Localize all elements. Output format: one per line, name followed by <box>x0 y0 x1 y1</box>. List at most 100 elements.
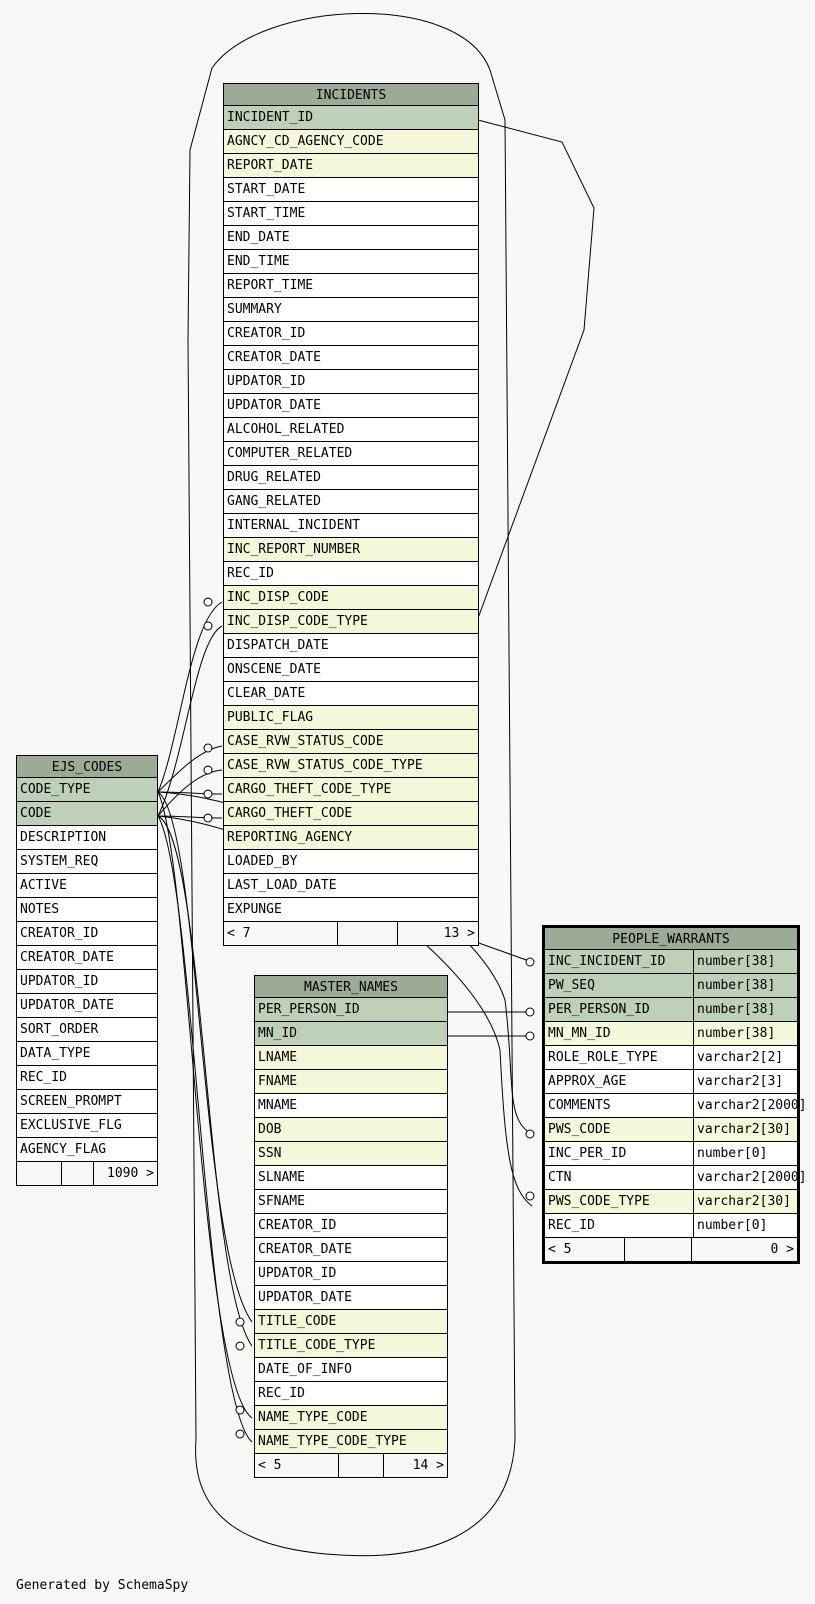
column-name: DESCRIPTION <box>20 830 107 845</box>
column-row[interactable]: TITLE_CODE <box>254 1310 448 1334</box>
column-row[interactable]: NAME_TYPE_CODE <box>254 1406 448 1430</box>
column-row[interactable]: INC_DISP_CODE <box>223 586 479 610</box>
column-name: COMMENTS <box>548 1098 611 1113</box>
column-row[interactable]: DRUG_RELATED <box>223 466 479 490</box>
column-row[interactable]: MNAME <box>254 1094 448 1118</box>
column-row[interactable]: MN_ID <box>254 1022 448 1046</box>
column-row[interactable]: START_TIME <box>223 202 479 226</box>
column-row[interactable]: LOADED_BY <box>223 850 479 874</box>
column-name: INTERNAL_INCIDENT <box>227 518 361 533</box>
column-row[interactable]: LAST_LOAD_DATE <box>223 874 479 898</box>
column-row[interactable]: CARGO_THEFT_CODE <box>223 802 479 826</box>
column-row[interactable]: UPDATOR_DATE <box>254 1286 448 1310</box>
column-name: PUBLIC_FLAG <box>227 710 314 725</box>
column-row[interactable]: SLNAME <box>254 1166 448 1190</box>
column-row[interactable]: CREATOR_ID <box>16 922 158 946</box>
column-name: SYSTEM_REQ <box>20 854 99 869</box>
column-row[interactable]: ALCOHOL_RELATED <box>223 418 479 442</box>
column-row[interactable]: INC_REPORT_NUMBER <box>223 538 479 562</box>
table-title: PEOPLE_WARRANTS <box>544 927 798 950</box>
column-row[interactable]: INTERNAL_INCIDENT <box>223 514 479 538</box>
column-row[interactable]: DISPATCH_DATE <box>223 634 479 658</box>
column-row[interactable]: SORT_ORDER <box>16 1018 158 1042</box>
column-row[interactable]: UPDATOR_ID <box>223 370 479 394</box>
table-footer: < 5 0 > <box>544 1238 798 1262</box>
column-row[interactable]: INC_DISP_CODE_TYPE <box>223 610 479 634</box>
column-row[interactable]: NOTES <box>16 898 158 922</box>
column-row[interactable]: UPDATOR_ID <box>16 970 158 994</box>
column-row[interactable]: REC_ID <box>254 1382 448 1406</box>
column-row[interactable]: AGENCY_FLAG <box>16 1138 158 1162</box>
column-row[interactable]: ACTIVE <box>16 874 158 898</box>
column-row[interactable]: REPORT_DATE <box>223 154 479 178</box>
column-row[interactable]: CODE <box>16 802 158 826</box>
column-row[interactable]: REC_ID <box>16 1066 158 1090</box>
column-row[interactable]: FNAME <box>254 1070 448 1094</box>
column-name: START_TIME <box>227 206 306 221</box>
column-row[interactable]: UPDATOR_ID <box>254 1262 448 1286</box>
column-row[interactable]: CASE_RVW_STATUS_CODE_TYPE <box>223 754 479 778</box>
column-row[interactable]: DATA_TYPE <box>16 1042 158 1066</box>
column-row[interactable]: END_DATE <box>223 226 479 250</box>
column-row[interactable]: INCIDENT_ID <box>223 106 479 130</box>
column-row[interactable]: DOB <box>254 1118 448 1142</box>
column-row[interactable]: COMPUTER_RELATED <box>223 442 479 466</box>
column-row[interactable]: CASE_RVW_STATUS_CODE <box>223 730 479 754</box>
column-row[interactable]: CODE_TYPE <box>16 778 158 802</box>
column-row[interactable]: SCREEN_PROMPT <box>16 1090 158 1114</box>
column-row[interactable]: SYSTEM_REQ <box>16 850 158 874</box>
column-row[interactable]: UPDATOR_DATE <box>16 994 158 1018</box>
column-row[interactable]: CREATOR_ID <box>254 1214 448 1238</box>
column-row[interactable]: CLEAR_DATE <box>223 682 479 706</box>
column-row[interactable]: ONSCENE_DATE <box>223 658 479 682</box>
column-row[interactable]: PUBLIC_FLAG <box>223 706 479 730</box>
column-row[interactable]: UPDATOR_DATE <box>223 394 479 418</box>
column-row[interactable]: CARGO_THEFT_CODE_TYPE <box>223 778 479 802</box>
column-row[interactable]: REPORT_TIME <box>223 274 479 298</box>
column-row[interactable]: PER_PERSON_ID <box>254 998 448 1022</box>
column-type: varchar2[30] <box>693 1118 797 1141</box>
column-row[interactable]: CREATOR_DATE <box>254 1238 448 1262</box>
column-row[interactable]: DESCRIPTION <box>16 826 158 850</box>
column-name: APPROX_AGE <box>548 1074 627 1089</box>
column-row[interactable]: SFNAME <box>254 1190 448 1214</box>
column-row[interactable]: EXPUNGE <box>223 898 479 922</box>
column-row[interactable]: DATE_OF_INFO <box>254 1358 448 1382</box>
column-name: CREATOR_DATE <box>258 1242 352 1257</box>
column-row[interactable]: CREATOR_ID <box>223 322 479 346</box>
column-row[interactable]: REC_ID <box>223 562 479 586</box>
column-row[interactable]: NAME_TYPE_CODE_TYPE <box>254 1430 448 1454</box>
link-cargo-theft-code <box>157 815 223 819</box>
column-row[interactable]: CREATOR_DATE <box>16 946 158 970</box>
table-footer: < 7 13 > <box>223 922 479 946</box>
column-row[interactable]: REPORTING_AGENCY <box>223 826 479 850</box>
column-name: MNAME <box>258 1098 298 1113</box>
column-row[interactable]: LNAME <box>254 1046 448 1070</box>
column-row[interactable]: GANG_RELATED <box>223 490 479 514</box>
column-row[interactable]: END_TIME <box>223 250 479 274</box>
column-name: SFNAME <box>258 1194 305 1209</box>
column-row[interactable]: AGNCY_CD_AGENCY_CODE <box>223 130 479 154</box>
column-row[interactable]: EXCLUSIVE_FLG <box>16 1114 158 1138</box>
column-row[interactable]: START_DATE <box>223 178 479 202</box>
column-row[interactable]: CREATOR_DATE <box>223 346 479 370</box>
column-row[interactable]: SSN <box>254 1142 448 1166</box>
column-row[interactable]: SUMMARY <box>223 298 479 322</box>
column-row[interactable]: TITLE_CODE_TYPE <box>254 1334 448 1358</box>
